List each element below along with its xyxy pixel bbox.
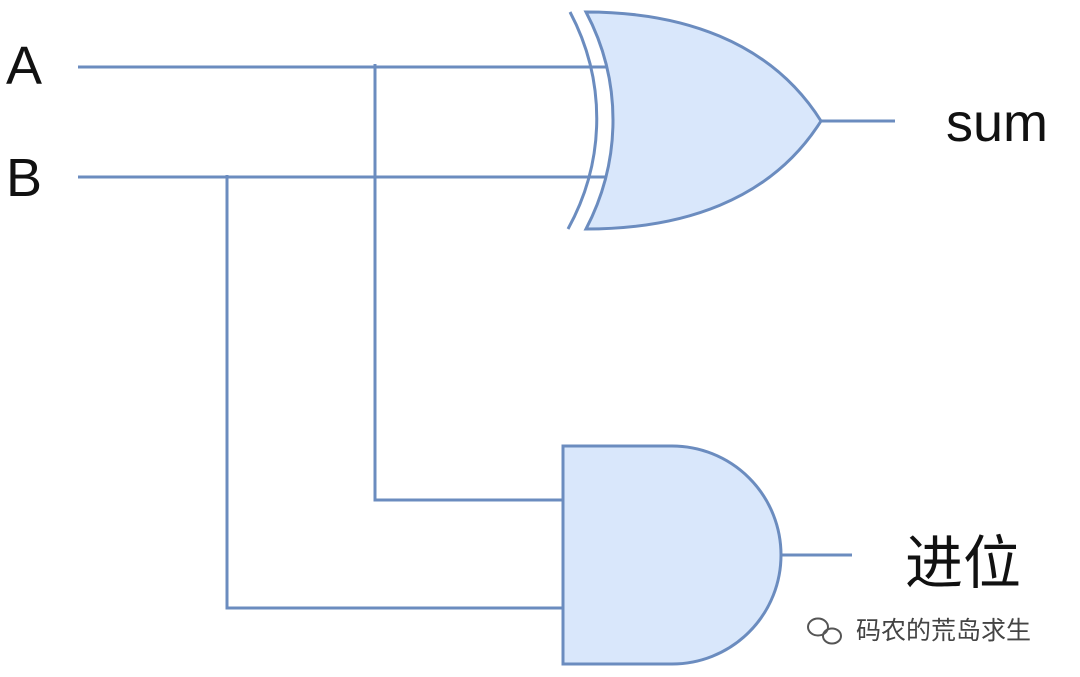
input-b-label: B <box>6 148 42 208</box>
wechat-icon <box>807 617 842 645</box>
xor-gate-back-curve <box>566 11 599 230</box>
carry-output-label: 进位 <box>905 531 1021 596</box>
xor-gate <box>566 10 823 231</box>
and-gate-body <box>561 444 783 666</box>
xor-gate-body <box>583 10 823 231</box>
wires <box>78 64 895 610</box>
input-a-label: A <box>6 36 42 96</box>
watermark: 码农的荒岛求生 <box>807 616 1031 645</box>
watermark-text: 码农的荒岛求生 <box>856 616 1031 645</box>
wire-b-to-and <box>225 175 563 610</box>
wire-a-to-and <box>373 64 563 502</box>
and-gate <box>561 444 783 666</box>
sum-output-label: sum <box>946 93 1048 153</box>
